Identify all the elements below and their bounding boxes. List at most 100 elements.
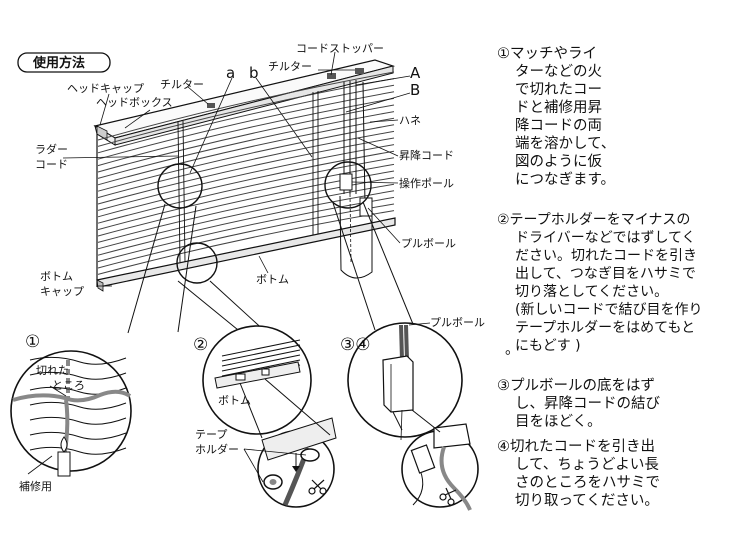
label-a: a	[226, 64, 235, 82]
step1-line: で切れたコー	[515, 82, 602, 98]
instruction-step-1: ①マッチやライ ターなどの火 で切れたコー ドと補修用昇 降コードの両 端を溶か…	[497, 45, 615, 189]
repair-cord	[12, 389, 132, 403]
detail-1-number: ①	[25, 332, 40, 352]
slat	[97, 196, 395, 263]
label-bottom: ボトム	[256, 273, 289, 286]
detail-circle-a	[157, 163, 203, 209]
label-tape-holder-2: ホルダー	[195, 442, 239, 456]
step2-line: ドライバーなどではずしてく	[515, 230, 696, 246]
wand-connector	[339, 173, 353, 191]
step2-line: テープホルダーをはめてもと	[515, 320, 696, 336]
slat	[97, 190, 395, 256]
label-head-box: ヘッドボックス	[96, 96, 173, 109]
slat	[97, 150, 395, 218]
label-tilter-1: チルター	[160, 78, 204, 91]
step1-line: ターなどの火	[515, 64, 602, 80]
tilter-mechanism	[207, 103, 215, 108]
slat	[97, 170, 395, 237]
detail-2-slat	[221, 349, 301, 367]
instruction-step-2: ②テープホルダーをマイナスの ドライバーなどではずしてく ださい。切れたコードを…	[497, 211, 702, 355]
step2-line: 切り落としてください。	[515, 284, 669, 300]
step1-line: ドと補修用昇	[515, 100, 602, 116]
instruction-step-3: ③プルボールの底をはず し、昇降コードの結び 目をほどく。	[497, 377, 660, 431]
detail-1-slat	[29, 416, 127, 425]
label-cut-1: 切れた	[36, 364, 69, 377]
label-d34-pull-ball: プルボール	[430, 316, 485, 329]
slat	[97, 78, 395, 147]
step2-line: 出して、つなぎ目をハサミで	[515, 266, 696, 282]
detail-2-number: ②	[193, 335, 208, 355]
detail-circle-wand	[324, 161, 372, 209]
detail-2-slat	[221, 344, 301, 362]
label-tilter-2: チルター	[268, 60, 312, 73]
detail-34	[347, 322, 479, 511]
label-b: b	[249, 64, 259, 82]
detail-1	[10, 350, 132, 477]
step1-line: ①マッチやライ	[497, 46, 597, 62]
label-d2-bottom: ボトム	[218, 394, 251, 407]
slat	[97, 177, 395, 243]
label-B: B	[410, 81, 420, 99]
tape-holder	[300, 448, 320, 462]
label-A: A	[410, 64, 421, 82]
label-cut-2: ところ	[52, 379, 85, 392]
flame-icon	[60, 436, 68, 453]
label-ladder-cord-2: コード	[35, 158, 68, 171]
label-repair: 補修用	[19, 479, 52, 493]
step4-line: ④切れたコードを引き出	[497, 439, 655, 455]
wand-outline	[339, 195, 373, 279]
slat	[97, 71, 395, 141]
cord-stopper-mechanism	[327, 73, 336, 79]
detail-2	[202, 325, 337, 508]
slat	[97, 157, 395, 224]
detail-1-slat	[29, 356, 127, 365]
tape-holder-small	[235, 373, 246, 381]
head-cap	[96, 125, 108, 141]
label-lift-cord: 昇降コード	[399, 148, 454, 162]
slat	[97, 84, 395, 154]
scissors-icon	[308, 479, 327, 495]
step2-line: にもどす )	[515, 338, 581, 354]
label-bottom-cap-1: ボトム	[40, 270, 73, 283]
candle	[57, 451, 71, 477]
slat	[97, 91, 395, 160]
step2-bullet: 。	[505, 342, 520, 358]
title-box	[17, 52, 111, 73]
slat	[97, 210, 395, 275]
step1-line: につなぎます。	[515, 172, 616, 188]
label-wand: 操作ポール	[399, 176, 454, 190]
slat	[97, 117, 395, 186]
ladder-cord-left	[177, 121, 181, 263]
slat	[97, 183, 395, 250]
slat	[97, 137, 395, 205]
bottom-cap	[96, 279, 104, 292]
scissors-icon-2	[439, 487, 457, 506]
slat	[97, 163, 395, 231]
label-head-cap: ヘッドキャップ	[67, 82, 144, 95]
label-slat: ハネ	[399, 114, 421, 127]
slat	[97, 97, 395, 167]
detail-1-slat	[29, 371, 127, 380]
bottom-rail	[96, 217, 396, 292]
detail-circle-bottom	[176, 242, 218, 284]
lift-cord-34	[439, 446, 472, 511]
step4-line: 切り取ってください。	[515, 493, 659, 509]
detail-2-slat	[221, 359, 301, 377]
slat	[97, 124, 395, 192]
step1-line: 降コードの両	[515, 118, 602, 134]
slat	[97, 144, 395, 211]
detail-2-slat	[221, 354, 301, 372]
step1-line: 端を溶かして、	[515, 136, 616, 152]
pull-ball	[359, 197, 373, 217]
step4-line: さのところをハサミで	[515, 475, 660, 491]
label-bottom-cap-2: キャップ	[40, 285, 84, 298]
step1-line: 図のように仮	[515, 154, 602, 170]
step3-line: ③プルボールの底をはず	[497, 378, 655, 394]
slat	[97, 111, 395, 179]
instruction-step-4: ④切れたコードを引き出 して、ちょうどよい長 さのところをハサミで 切り取ってく…	[497, 438, 660, 510]
slat	[97, 130, 395, 199]
detail-34-number: ③④	[340, 335, 370, 355]
detail-1-slat	[29, 446, 127, 455]
